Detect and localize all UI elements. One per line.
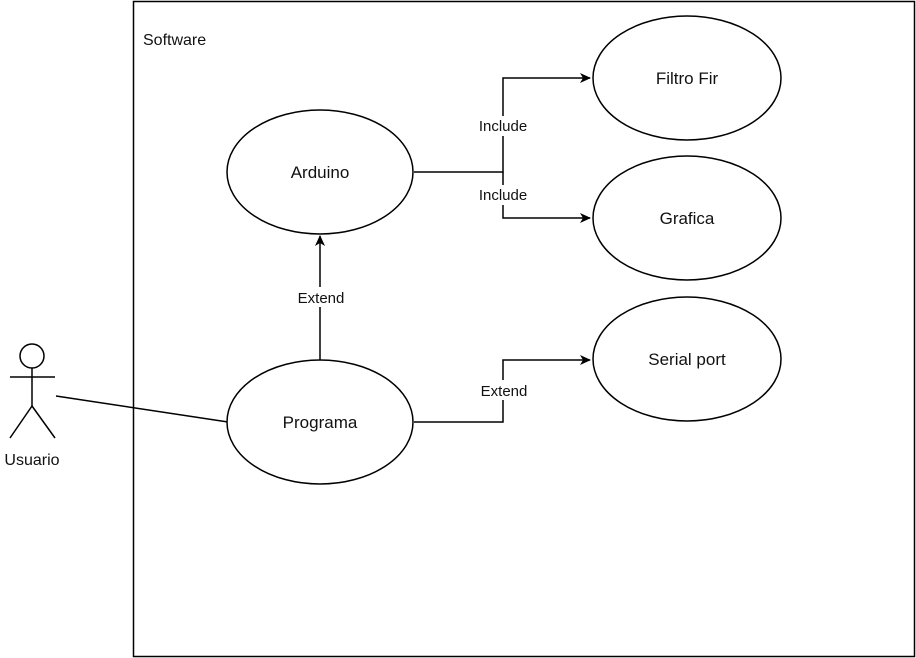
include-label: Include — [479, 118, 527, 135]
use-case-label: Filtro Fir — [656, 69, 719, 88]
use-case-label: Grafica — [660, 209, 715, 228]
use-case-label: Arduino — [291, 163, 350, 182]
relation-label-arduino-grafica: Include — [474, 185, 532, 205]
association-line — [55, 395, 229, 423]
use-case-label: Programa — [283, 413, 358, 432]
extend-label: Extend — [298, 290, 345, 307]
system-label: Software — [143, 32, 206, 49]
actor-icon — [9, 343, 56, 439]
actor-usuario: Usuario — [4, 343, 60, 469]
extend-label: Extend — [481, 383, 528, 400]
use-case-serial-port: Serial port — [592, 296, 782, 422]
system-boundary: Software — [132, 0, 916, 658]
use-case-grafica: Grafica — [592, 155, 782, 281]
relation-label-programa-serial: Extend — [475, 380, 533, 400]
actor-label: Usuario — [4, 452, 59, 469]
relation-label-arduino-filtro: Include — [474, 116, 532, 136]
use-case-programa: Programa — [226, 359, 414, 485]
use-case-filtro-fir: Filtro Fir — [592, 15, 782, 141]
relation-label-programa-arduino: Extend — [292, 287, 350, 307]
include-label: Include — [479, 187, 527, 204]
use-case-label: Serial port — [648, 350, 726, 369]
use-case-arduino: Arduino — [226, 109, 414, 235]
